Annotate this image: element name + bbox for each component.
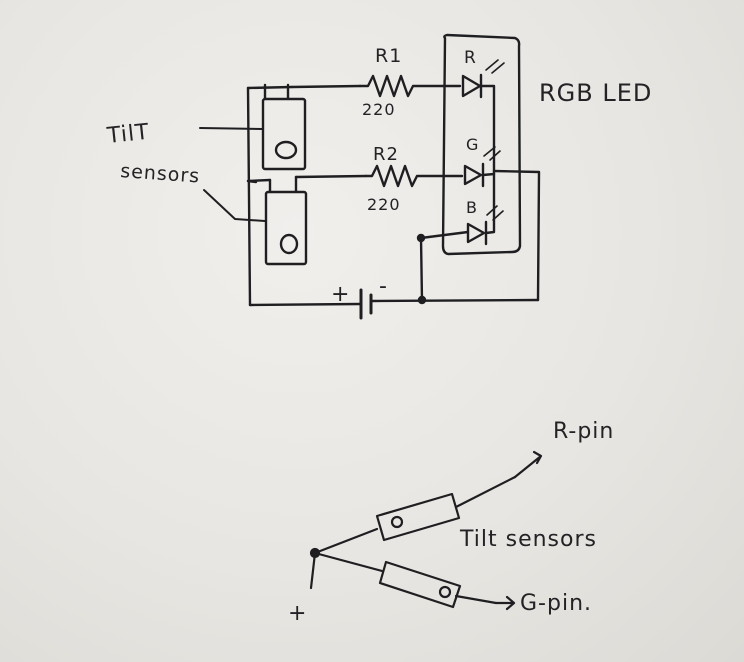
r1-name: R1 — [375, 45, 402, 67]
tilt-label-line1: TilT — [105, 120, 151, 149]
led-r-diode — [461, 59, 505, 173]
plus-terminal-label: + — [288, 601, 307, 626]
rgb-led-package — [441, 33, 522, 256]
upper-sensor-to-r-pin-wire — [454, 475, 517, 509]
tilt-label-pointers — [199, 127, 266, 222]
junction-dot-bottom — [417, 295, 427, 305]
g-pin-label: G-pin. — [520, 591, 592, 616]
right-rail-wire — [492, 169, 541, 302]
tilt-wiring-sketch — [309, 450, 543, 611]
pointer-line-sensor-1 — [199, 127, 263, 130]
resistor-r1 — [358, 74, 462, 98]
pointer-line-sensor-2 — [203, 189, 266, 222]
rgb-led-circuit — [246, 33, 541, 320]
led-r-label: R — [464, 48, 477, 68]
tilt-sensor-2 — [246, 174, 368, 266]
plus-lead-wire — [309, 551, 317, 590]
led-b-diode — [466, 169, 504, 246]
led-b-label: B — [466, 198, 478, 217]
r2-name: R2 — [373, 144, 399, 165]
rgb-led-label: RGB LED — [539, 79, 652, 107]
upper-tilt-sensor-ball — [390, 515, 404, 529]
lower-sensor-to-g-pin-wire — [454, 594, 498, 605]
r1-value: 220 — [362, 100, 396, 119]
upper-tilt-sensor-body — [375, 492, 461, 542]
battery-plus-label: + — [331, 282, 350, 307]
led-g-diode — [463, 146, 501, 188]
g-pin-arrow — [494, 595, 516, 611]
r-pin-label: R-pin — [553, 419, 614, 444]
upper-sensor-lead — [313, 527, 379, 555]
lower-tilt-sensor-ball — [438, 585, 452, 599]
resistor-r2 — [364, 164, 464, 188]
tilt-sensor-1 — [246, 83, 362, 171]
tilt-label-line2: sensors — [120, 160, 201, 188]
left-rail-wire — [246, 86, 252, 307]
bottom-rail-wire-right — [370, 298, 540, 303]
battery-symbol — [359, 288, 373, 320]
r-pin-arrow — [513, 450, 543, 479]
led-g-label: G — [466, 135, 479, 154]
led-common-wire — [419, 236, 424, 303]
tilt-sensors-label: Tilt sensors — [459, 527, 597, 552]
lower-sensor-lead — [313, 551, 384, 573]
bottom-rail-wire — [248, 302, 362, 307]
battery-minus-label: - — [379, 274, 388, 299]
r2-value: 220 — [367, 195, 401, 214]
lower-tilt-sensor-body — [378, 560, 462, 609]
led-b-wire — [419, 230, 470, 240]
